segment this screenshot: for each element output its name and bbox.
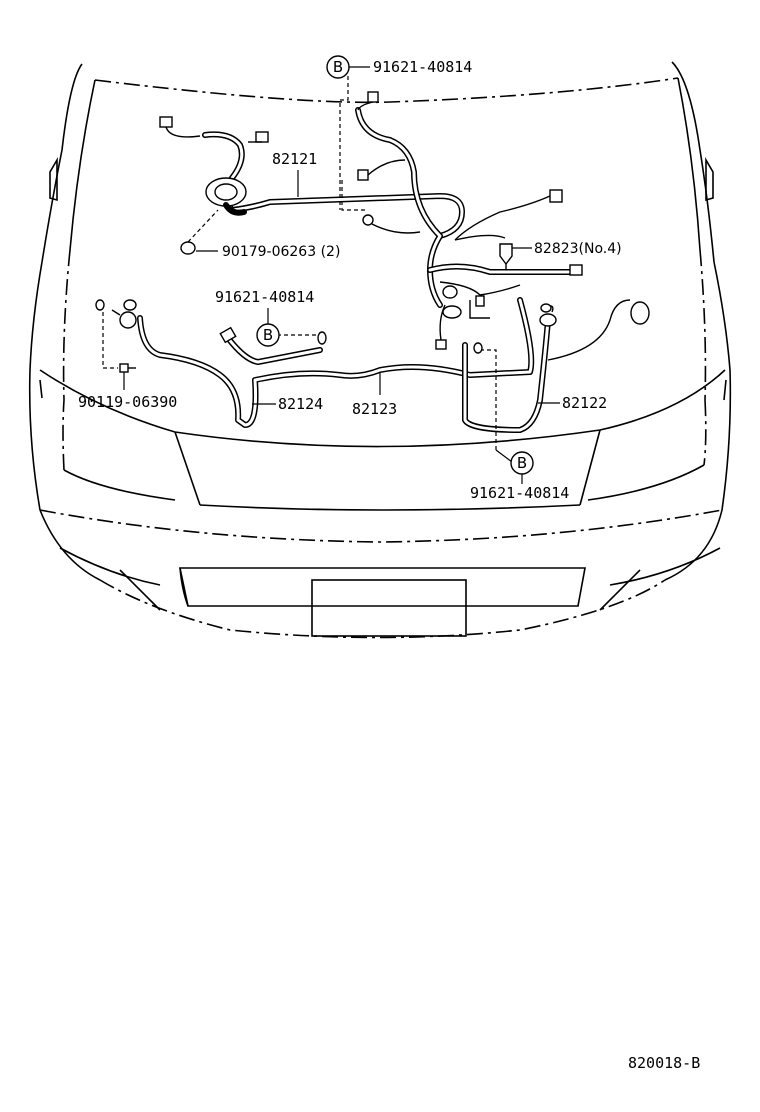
callout-82122: 82122 [538, 394, 607, 412]
part-label-82122: 82122 [562, 394, 607, 412]
marker-b-middle [256, 323, 280, 347]
part-label-82823: 82823(No.4) [534, 241, 622, 257]
part-label-91621-top: 91621-40814 [373, 58, 472, 76]
marker-b-middle-label: B [263, 326, 273, 344]
part-label-91621-middle: 91621-40814 [215, 288, 314, 306]
part-label-91621-bottom: 91621-40814 [470, 484, 569, 502]
part-label-82123: 82123 [352, 400, 397, 418]
callout-82121: 82121 [272, 150, 317, 197]
harness-center-right [427, 243, 583, 350]
marker-b-bottom-label: B [517, 454, 527, 472]
part-label-82124: 82124 [278, 395, 323, 413]
part-label-90179: 90179-06263 (2) [222, 244, 340, 260]
vehicle-body-outline [28, 61, 732, 639]
diagram-code: 820018-B [628, 1054, 700, 1072]
callout-91621-top: B 91621-40814 [326, 55, 472, 210]
part-label-90119: 90119-06390 [78, 393, 177, 411]
callout-82823: 82823(No.4) [512, 241, 622, 257]
harness-82121 [159, 91, 563, 308]
marker-b-top-label: B [333, 58, 343, 76]
callout-91621-bottom: B 91621-40814 [470, 449, 569, 502]
callout-90179: 90179-06263 (2) [196, 244, 340, 260]
callout-82124: 82124 [252, 395, 323, 413]
harness-82123 [95, 297, 650, 450]
callout-91621-middle: 91621-40814 B [215, 288, 314, 347]
callout-90119: 90119-06390 [78, 372, 177, 411]
part-label-82121: 82121 [272, 150, 317, 168]
clamp-90179 [180, 209, 219, 255]
callout-82123: 82123 [352, 372, 397, 418]
